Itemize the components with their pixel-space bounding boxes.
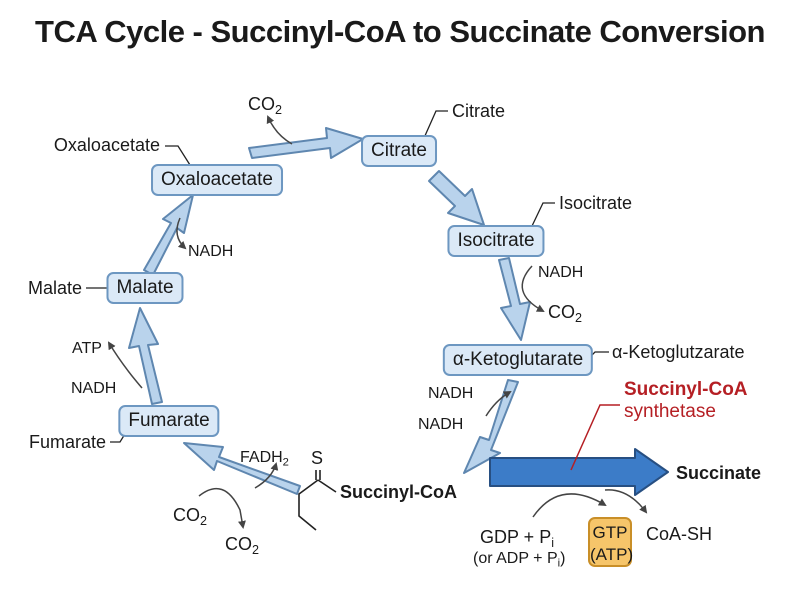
- side-label-malate: Malate: [27, 278, 82, 298]
- nadh-label-isocitrate: NADH: [538, 264, 584, 281]
- enzyme-name-line1: Succinyl-CoA: [624, 379, 748, 400]
- succinate-label: Succinate: [676, 463, 762, 483]
- leader-citrate: [423, 110, 448, 139]
- page-title: TCA Cycle - Succinyl-CoA to Succinate Co…: [35, 14, 765, 49]
- succinyl-coa-structure: [298, 470, 337, 531]
- structure-sulfur-atom: S: [311, 448, 324, 468]
- nadh-label-oxaloacetate: NADH: [188, 243, 234, 260]
- nadh-label-ketoglutarate-2: NADH: [418, 416, 464, 433]
- enzyme-callout-line: [570, 404, 620, 471]
- co2-label-fumarate-1: CO2: [173, 505, 208, 528]
- nadh-arrow-ketoglutarate: [485, 391, 512, 417]
- side-label-alpha-ketoglutarate: α-Ketoglutzarate: [612, 342, 745, 362]
- arrow-ketoglutarate-to-succinyl-coa: [463, 379, 519, 474]
- arrow-succinyl-coa-to-succinate: [489, 448, 669, 496]
- node-fumarate: Fumarate: [118, 405, 220, 437]
- gtp-atp-badge: GTP (ATP): [588, 517, 634, 567]
- arrow-isocitrate-to-ketoglutarate: [498, 257, 531, 341]
- atp-label: (ATP): [590, 545, 634, 564]
- leader-oxaloacetate: [165, 145, 191, 166]
- nadh-arrow-oxaloacetate: [176, 217, 187, 250]
- atp-label-malate: ATP: [72, 340, 102, 357]
- enzyme-name-line2: synthetase: [624, 401, 716, 422]
- co2-arrow-fumarate: [198, 487, 246, 529]
- co2-release-arrow-top: [266, 115, 293, 145]
- co2-label-isocitrate: CO2: [548, 302, 583, 325]
- arrow-succinyl-coa-to-fumarate: [183, 442, 301, 495]
- side-label-isocitrate: Isocitrate: [559, 193, 633, 213]
- node-oxaloacetate: Oxaloacetate: [151, 164, 283, 196]
- arrow-fumarate-to-malate: [128, 307, 163, 405]
- side-label-oxaloacetate: Oxaloacetate: [53, 135, 160, 155]
- side-label-fumarate: Fumarate: [28, 432, 106, 452]
- gdp-pi-label: GDP + Pi: [480, 527, 555, 550]
- succinyl-coa-label: Succinyl-CoA: [340, 482, 458, 502]
- node-malate: Malate: [106, 272, 184, 304]
- arrow-oxaloacetate-to-citrate: [248, 127, 364, 159]
- nadh-label-malate: NADH: [71, 380, 117, 397]
- node-isocitrate: Isocitrate: [447, 225, 545, 257]
- fadh2-arrow-fumarate: [254, 462, 279, 489]
- fadh2-label: FADH2: [240, 449, 289, 469]
- co2-label-top: CO2: [248, 94, 283, 117]
- side-label-citrate: Citrate: [452, 101, 506, 121]
- coa-sh-release-arrow: [604, 489, 648, 514]
- leader-isocitrate: [531, 202, 555, 227]
- nadh-label-ketoglutarate-1: NADH: [428, 385, 474, 402]
- node-citrate: Citrate: [361, 135, 437, 167]
- coa-sh-label: CoA-SH: [646, 524, 713, 544]
- nadh-co2-arrow-isocitrate: [521, 265, 545, 312]
- atp-nadh-arrow-malate: [107, 341, 143, 389]
- arrow-citrate-to-isocitrate: [428, 170, 485, 226]
- gdp-to-gtp-arrow: [532, 493, 607, 518]
- co2-label-fumarate-2: CO2: [225, 534, 260, 557]
- gtp-label: GTP: [592, 523, 628, 542]
- node-alpha-ketoglutarate: α-Ketoglutarate: [442, 344, 594, 376]
- adp-pi-label: (or ADP + Pi): [473, 550, 566, 570]
- arrow-malate-to-oxaloacetate: [143, 194, 194, 276]
